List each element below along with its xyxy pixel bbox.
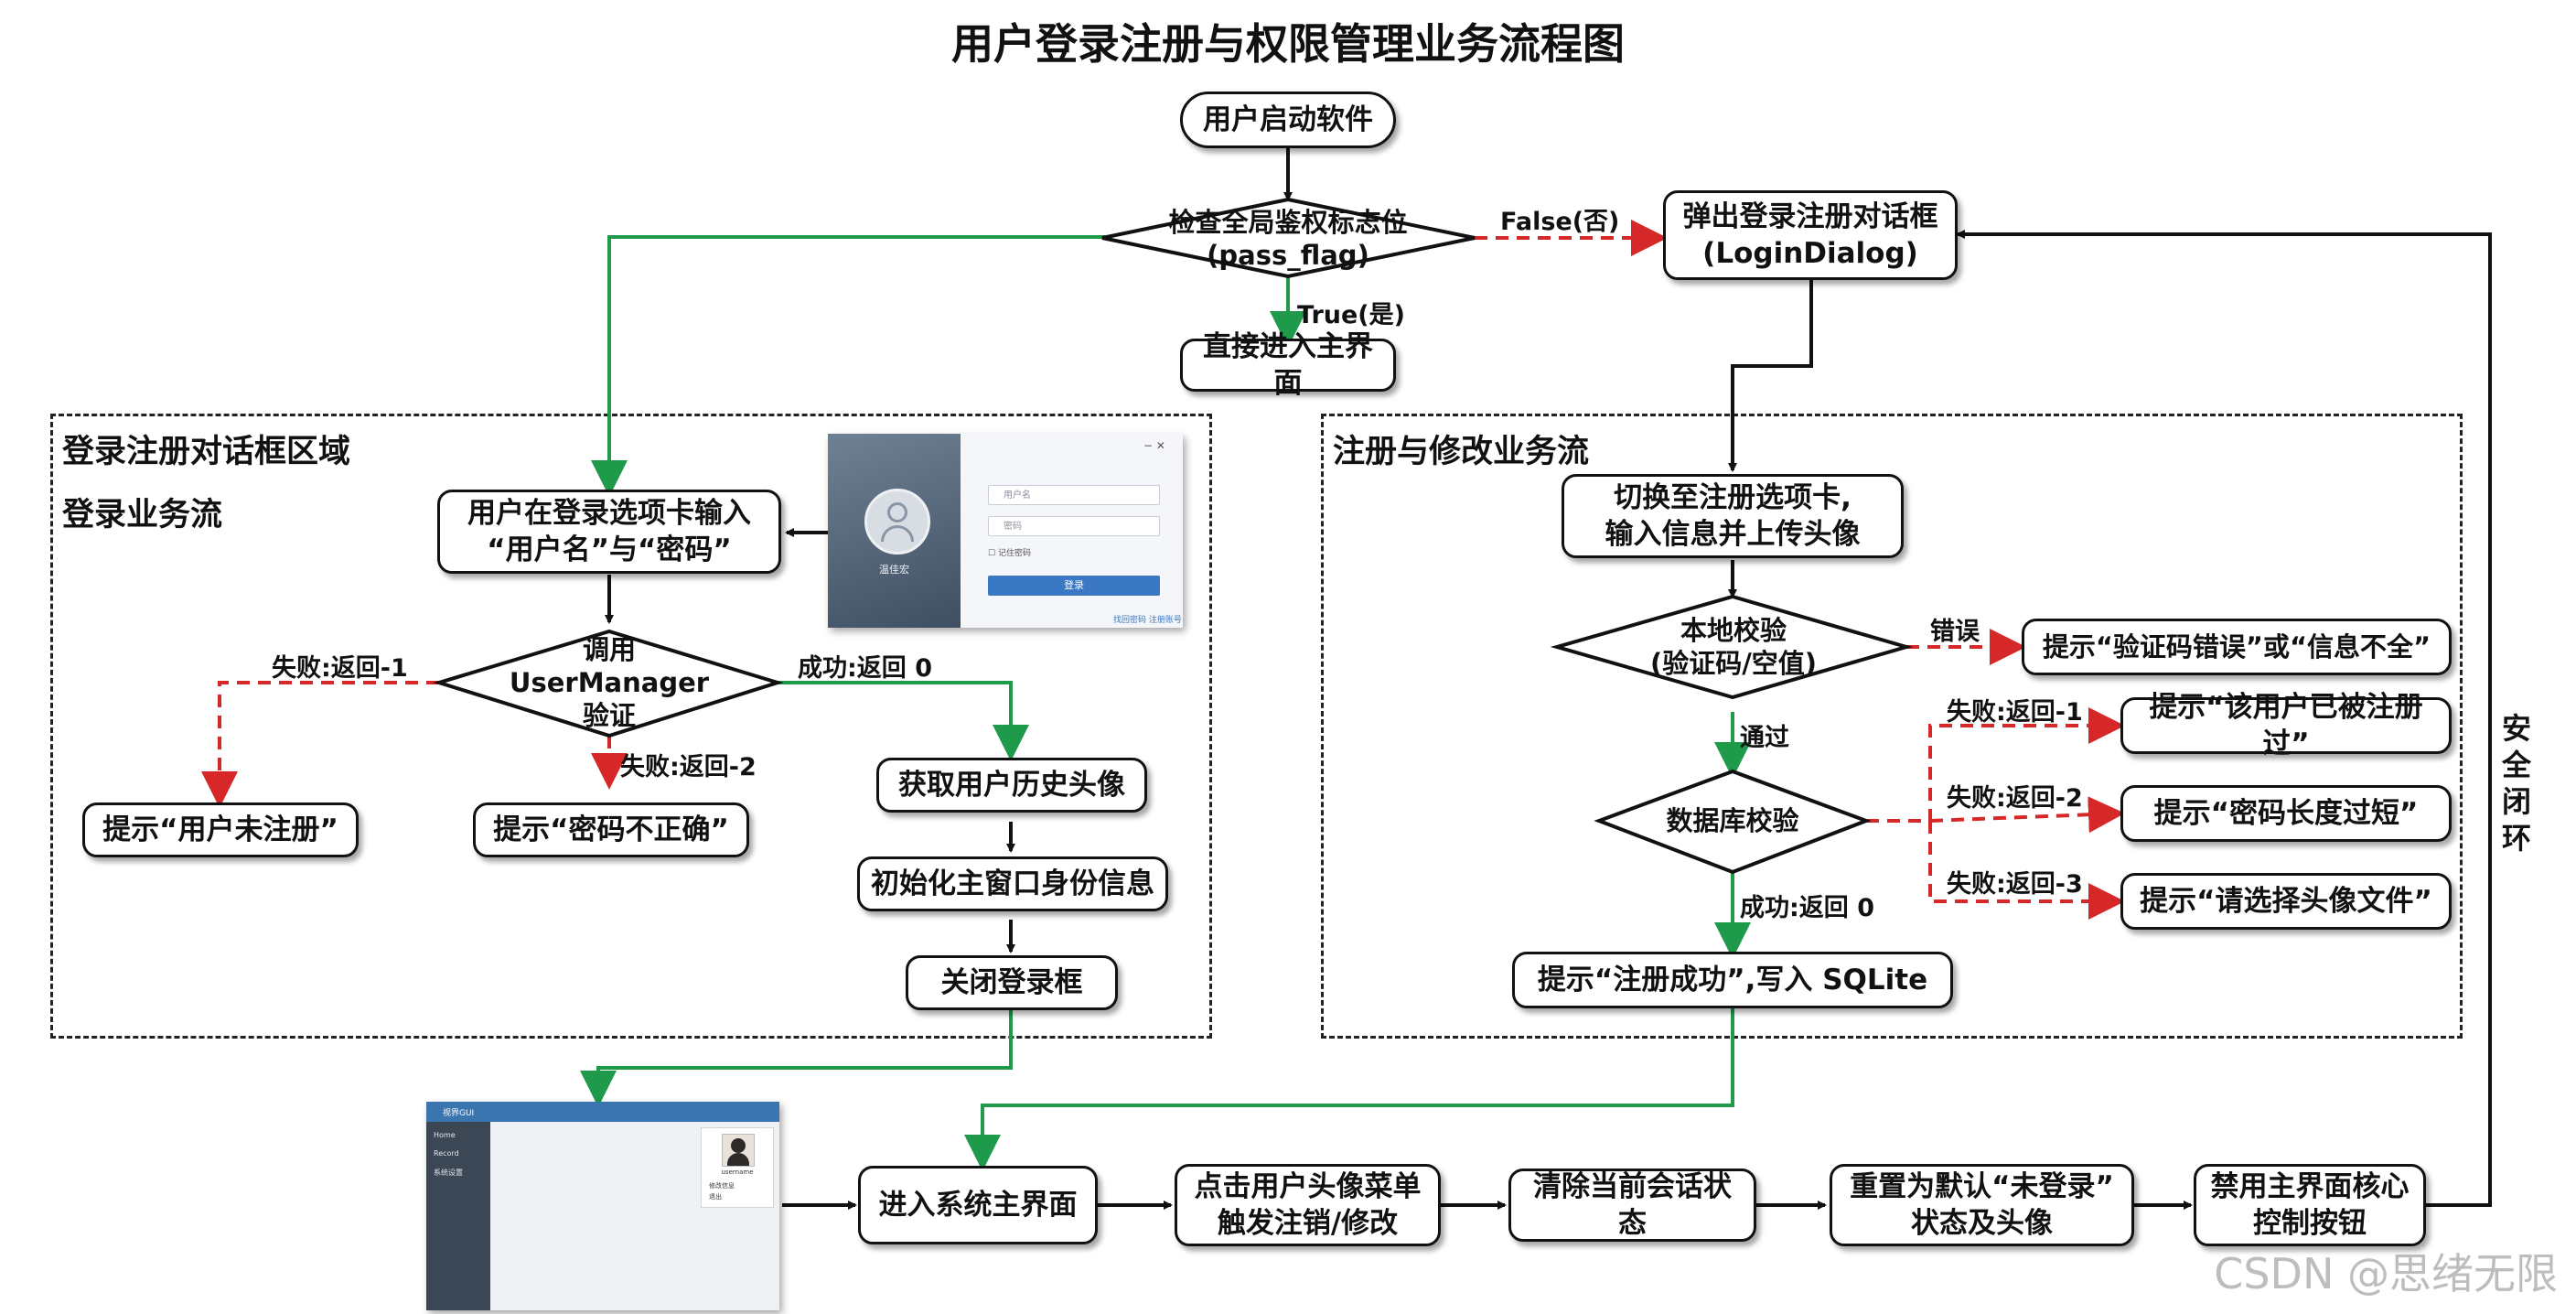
remember-password-label: 记住密码 bbox=[997, 549, 1031, 558]
card-item-edit[interactable]: 修改信息 bbox=[709, 1182, 735, 1190]
node-input-line1: 用户在登录选项卡输入 bbox=[467, 497, 751, 530]
node-reset-default: 重置为默认“未登录” 状态及头像 bbox=[1830, 1164, 2134, 1246]
node-not-registered: 提示“用户未注册” bbox=[82, 802, 359, 857]
node-check-line2: (pass_flag) bbox=[1207, 240, 1369, 271]
label-true: True(是) bbox=[1297, 301, 1405, 329]
label-fail1: 失败:返回-1 bbox=[272, 654, 408, 683]
diamond-verify bbox=[433, 629, 784, 738]
login-username-input[interactable]: 用户名 bbox=[988, 485, 1160, 505]
node-close-login: 关闭登录框 bbox=[906, 955, 1118, 1010]
register-region bbox=[1321, 414, 2463, 1039]
label-pass: 通过 bbox=[1740, 724, 1789, 752]
diagram-title: 用户登录注册与权限管理业务流程图 bbox=[951, 19, 1625, 69]
login-button[interactable]: 登录 bbox=[988, 576, 1160, 596]
node-local-line1: 本地校验 bbox=[1680, 615, 1787, 646]
label-fail2: 失败:返回-2 bbox=[620, 753, 757, 781]
login-region-subtitle: 登录业务流 bbox=[62, 497, 223, 533]
node-input-credentials: 用户在登录选项卡输入“用户名”与“密码” bbox=[437, 490, 781, 574]
node-click-avatar: 点击用户头像菜单触发注销/修改 bbox=[1175, 1164, 1441, 1246]
node-click-line1: 点击用户头像菜单 bbox=[1194, 1170, 1422, 1203]
node-click-line2: 触发注销/修改 bbox=[1217, 1207, 1399, 1240]
diamond-db-check bbox=[1594, 769, 1872, 875]
main-window-sidebar: Home Record 系统设置 bbox=[426, 1122, 490, 1310]
node-already-registered: 提示“该用户已被注册过” bbox=[2120, 691, 2452, 760]
window-controls[interactable]: − ✕ bbox=[1143, 439, 1165, 452]
label-reg-fail2: 失败:返回-2 bbox=[1947, 784, 2083, 813]
node-direct-main: 直接进入主界面 bbox=[1180, 330, 1396, 400]
node-popup-line2: (LoginDialog) bbox=[1702, 237, 1918, 270]
node-init-identity: 初始化主窗口身份信息 bbox=[857, 856, 1168, 911]
login-dialog-username: 温佳宏 bbox=[879, 564, 909, 576]
label-security-loop: 安全闭环 bbox=[2501, 711, 2531, 856]
sidebar-item-settings[interactable]: 系统设置 bbox=[434, 1169, 463, 1177]
remember-password-checkbox[interactable]: ☐ 记住密码 bbox=[988, 549, 1031, 558]
node-start: 用户启动软件 bbox=[1180, 92, 1396, 148]
diamond-check bbox=[1101, 197, 1476, 279]
diamond-local-check bbox=[1550, 594, 1914, 700]
node-popup: 弹出登录注册对话框 (LoginDialog) bbox=[1663, 190, 1958, 280]
node-disable-buttons: 禁用主界面核心控制按钮 bbox=[2194, 1164, 2426, 1246]
node-reset-line1: 重置为默认“未登录” bbox=[1850, 1170, 2114, 1203]
main-window-screenshot: 视界GUI Home Record 系统设置 username 修改信息 退出 bbox=[426, 1102, 779, 1310]
node-switch-tab: 切换至注册选项卡, 输入信息并上传头像 bbox=[1562, 474, 1904, 558]
node-switch-line1: 切换至注册选项卡, bbox=[1614, 481, 1852, 514]
node-popup-line1: 弹出登录注册对话框 bbox=[1682, 200, 1938, 233]
label-reg-fail1: 失败:返回-1 bbox=[1947, 698, 2083, 727]
main-window-titlebar: 视界GUI bbox=[426, 1102, 779, 1122]
node-local-check: 本地校验(验证码/空值) bbox=[1610, 615, 1857, 679]
node-disable-line2: 控制按钮 bbox=[2253, 1207, 2367, 1240]
node-check-line1: 检查全局鉴权标志位 bbox=[1168, 207, 1408, 238]
node-local-line2: (验证码/空值) bbox=[1649, 648, 1818, 679]
node-captcha-error: 提示“验证码错误”或“信息不全” bbox=[2022, 619, 2452, 675]
card-item-logout[interactable]: 退出 bbox=[709, 1193, 722, 1201]
node-verify-line2: 验证 bbox=[582, 700, 636, 731]
label-error: 错误 bbox=[1930, 618, 1980, 646]
label-reg-fail3: 失败:返回-3 bbox=[1947, 870, 2083, 899]
node-disable-line1: 禁用主界面核心 bbox=[2210, 1170, 2410, 1203]
sidebar-item-home[interactable]: Home bbox=[434, 1131, 456, 1139]
node-choose-avatar: 提示“请选择头像文件” bbox=[2120, 873, 2452, 930]
node-register-ok: 提示“注册成功”,写入 SQLite bbox=[1512, 952, 1953, 1008]
login-region-title: 登录注册对话框区域 bbox=[62, 434, 351, 470]
node-get-avatar: 获取用户历史头像 bbox=[876, 758, 1147, 813]
user-avatar-menu[interactable]: username 修改信息 退出 bbox=[701, 1127, 774, 1208]
user-avatar-icon bbox=[864, 489, 930, 555]
login-dialog-footer[interactable]: 找回密码 注册账号 bbox=[1113, 616, 1182, 625]
node-clear-session: 清除当前会话状态 bbox=[1508, 1169, 1756, 1242]
sidebar-item-record[interactable]: Record bbox=[434, 1149, 459, 1158]
register-region-title: 注册与修改业务流 bbox=[1333, 434, 1590, 470]
login-password-input[interactable]: 密码 bbox=[988, 516, 1160, 536]
node-input-line2: “用户名”与“密码” bbox=[487, 533, 732, 566]
label-success0: 成功:返回 0 bbox=[798, 654, 932, 683]
node-enter-main: 进入系统主界面 bbox=[858, 1166, 1098, 1244]
card-username: username bbox=[721, 1169, 754, 1176]
node-check: 检查全局鉴权标志位(pass_flag) bbox=[1143, 207, 1433, 271]
node-switch-line2: 输入信息并上传头像 bbox=[1605, 518, 1861, 551]
label-false: False(否) bbox=[1500, 208, 1620, 236]
watermark: CSDN @思绪无限 bbox=[2214, 1249, 2558, 1298]
login-dialog-screenshot: 温佳宏 − ✕ 用户名 密码 ☐ 记住密码 登录 找回密码 注册账号 bbox=[828, 434, 1183, 628]
node-reset-line2: 状态及头像 bbox=[1911, 1207, 2053, 1240]
user-avatar-photo bbox=[722, 1134, 755, 1167]
login-region bbox=[50, 414, 1212, 1039]
label-reg-success0: 成功:返回 0 bbox=[1740, 894, 1874, 922]
node-db-check: 数据库校验 bbox=[1666, 805, 1799, 836]
node-wrong-password: 提示“密码不正确” bbox=[473, 802, 749, 857]
node-verify-line1: 调用 UserManager bbox=[509, 634, 710, 698]
main-window-app-name: 视界GUI bbox=[443, 1109, 475, 1118]
node-pwd-short: 提示“密码长度过短” bbox=[2120, 785, 2452, 842]
